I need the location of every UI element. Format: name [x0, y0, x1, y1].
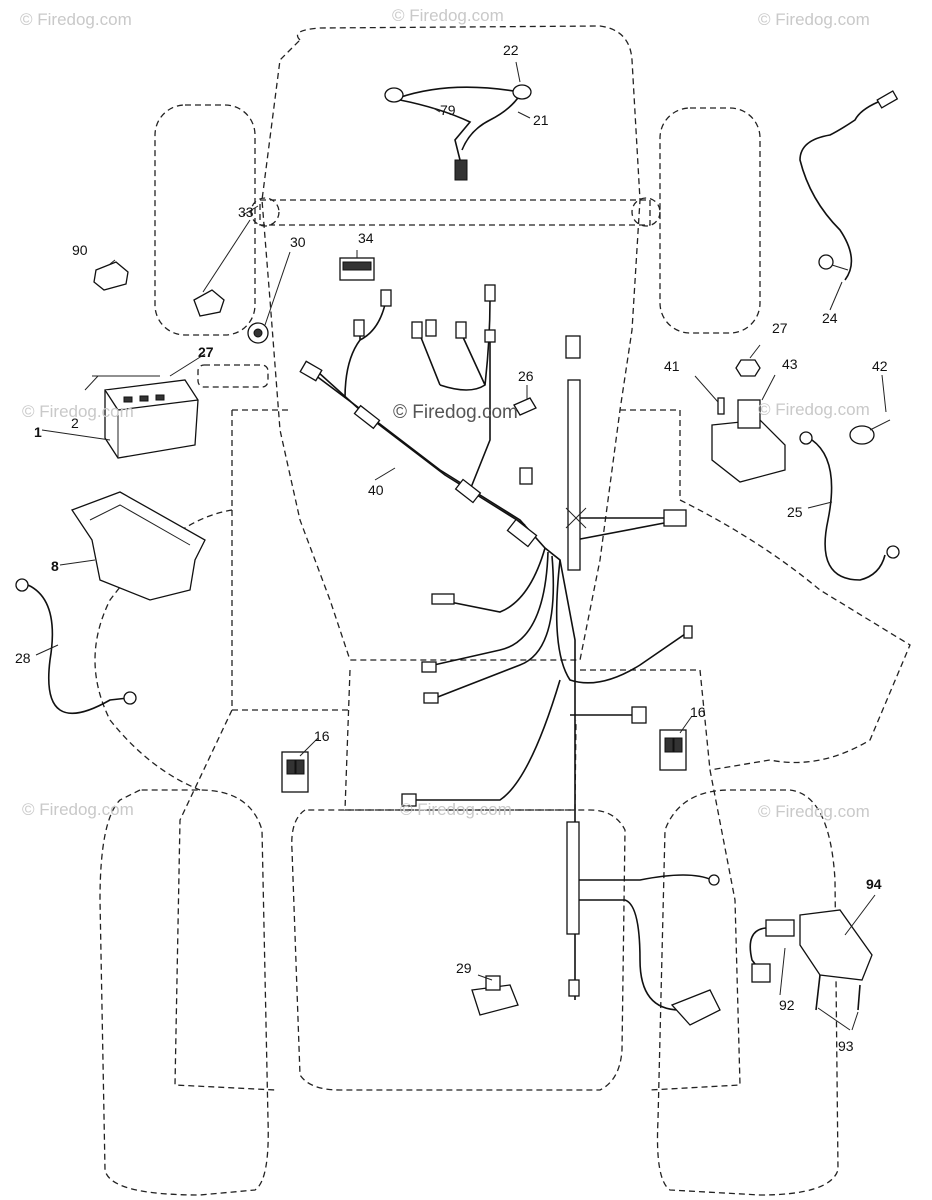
watermark-mid-right: © Firedog.com [758, 400, 870, 419]
part-90-relay [93, 261, 129, 291]
watermark-top-right: © Firedog.com [758, 10, 870, 29]
label-94: 94 [866, 876, 882, 892]
label-34: 34 [358, 230, 374, 246]
part-30-ignition-switch [247, 251, 291, 344]
part-34-switch [339, 250, 375, 281]
label-90: 90 [72, 242, 88, 258]
label-1: 1 [34, 424, 42, 440]
watermark-top-center: © Firedog.com [392, 6, 504, 25]
part-26-relay [513, 385, 537, 416]
part-8-battery-tray [59, 491, 206, 601]
part-29-switch [471, 974, 519, 1016]
label-28: 28 [15, 650, 31, 666]
part-16-switch-right [659, 715, 693, 771]
label-92: 92 [779, 997, 795, 1013]
part-25-cable [799, 431, 900, 581]
label-33: 33 [238, 204, 254, 220]
label-42: 42 [872, 358, 888, 374]
part-24-cable [799, 90, 899, 311]
part-28-cable [15, 578, 137, 715]
watermark-mid-left: © Firedog.com [22, 402, 134, 421]
label-40: 40 [368, 482, 384, 498]
watermark-low-center: © Firedog.com [400, 800, 512, 819]
part-16-switch-left [281, 737, 319, 793]
label-27-battery: 27 [198, 344, 214, 360]
label-93: 93 [838, 1038, 854, 1054]
label-29: 29 [456, 960, 472, 976]
label-41: 41 [664, 358, 680, 374]
vertical-harness [565, 335, 687, 997]
label-27-solenoid: 27 [772, 320, 788, 336]
label-8: 8 [51, 558, 59, 574]
label-22: 22 [503, 42, 519, 58]
part-94-module [799, 894, 876, 981]
part-42-terminal-boot [849, 374, 891, 445]
watermark-low-right: © Firedog.com [758, 802, 870, 821]
label-16-left: 16 [314, 728, 330, 744]
part-43-solenoid-assembly [694, 344, 786, 483]
label-21: 21 [533, 112, 549, 128]
label-24: 24 [822, 310, 838, 326]
part-33-ignition-key [193, 205, 259, 317]
connector-bank [670, 989, 721, 1026]
label-2: 2 [71, 415, 79, 431]
battery-assembly [41, 353, 206, 459]
label-26: 26 [518, 368, 534, 384]
part-93-screws [815, 974, 861, 1031]
label-43: 43 [782, 356, 798, 372]
label-79: 79 [440, 102, 456, 118]
headlight-harness [384, 84, 532, 181]
label-25: 25 [787, 504, 803, 520]
part-40-main-harness [299, 284, 720, 1011]
watermark-center: © Firedog.com [393, 402, 518, 423]
watermark-top-left: © Firedog.com [20, 10, 132, 29]
watermark-low-left: © Firedog.com [22, 800, 134, 819]
label-16-right: 16 [690, 704, 706, 720]
label-30: 30 [290, 234, 306, 250]
part-92-harness-plug [749, 919, 795, 996]
